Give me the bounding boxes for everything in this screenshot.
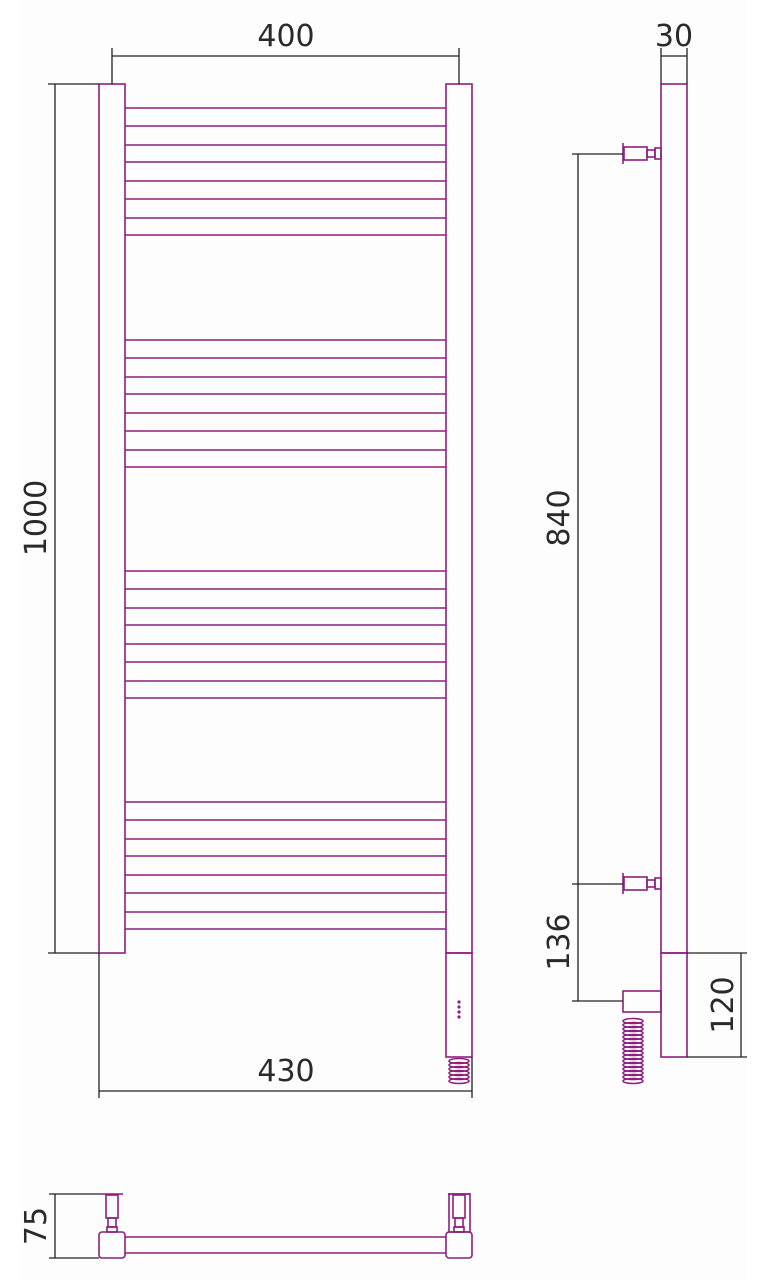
dim-30: 30 — [655, 19, 693, 84]
dim-1000-label: 1000 — [19, 480, 54, 556]
power-cable-coil-front — [448, 1057, 470, 1085]
coil-loop — [622, 1037, 644, 1045]
power-cable-coil-side — [622, 1017, 644, 1085]
coil-loop — [622, 1033, 644, 1041]
heater-housing — [445, 952, 473, 1058]
top-view — [98, 1193, 473, 1259]
rails — [125, 107, 446, 930]
coil-loop — [622, 1025, 644, 1033]
coil-loop — [448, 1069, 470, 1077]
side-view — [622, 83, 688, 1085]
coil-loop — [622, 1029, 644, 1037]
coil-loop — [622, 1057, 644, 1065]
coil-loop — [448, 1077, 470, 1085]
dim-840-label: 840 — [542, 489, 577, 546]
dim-136-label: 136 — [542, 913, 577, 970]
coil-loop — [448, 1065, 470, 1073]
coil-loop — [622, 1041, 644, 1049]
dim-400-label: 400 — [257, 19, 314, 54]
coil-loop — [622, 1049, 644, 1057]
coil-loop — [622, 1053, 644, 1061]
coil-loop — [622, 1061, 644, 1069]
dim-120: 120 — [687, 952, 747, 1058]
dim-430: 430 — [98, 953, 473, 1098]
dim-1000: 1000 — [19, 83, 99, 954]
top-left-bracket — [101, 1193, 123, 1233]
coil-loop — [622, 1017, 644, 1025]
indicator-dots — [457, 1000, 461, 1019]
coil-loop — [448, 1057, 470, 1065]
front-view — [98, 83, 473, 1085]
coil-loop — [448, 1061, 470, 1069]
coil-loop — [622, 1077, 644, 1085]
dim-400: 400 — [111, 19, 460, 84]
background — [20, 0, 747, 1280]
coil-loop — [622, 1045, 644, 1053]
dim-75-label: 75 — [19, 1207, 54, 1245]
coil-loop — [622, 1021, 644, 1029]
coil-loop — [448, 1073, 470, 1081]
top-right-bracket — [448, 1193, 471, 1233]
dim-120-label: 120 — [706, 976, 741, 1033]
coil-loop — [622, 1069, 644, 1077]
coil-loop — [622, 1065, 644, 1073]
dim-840: 840 — [542, 153, 623, 885]
dim-75: 75 — [19, 1193, 101, 1259]
dim-30-label: 30 — [655, 19, 693, 54]
dim-136: 136 — [542, 884, 623, 1002]
dim-430-label: 430 — [257, 1054, 314, 1089]
coil-loop — [622, 1073, 644, 1081]
